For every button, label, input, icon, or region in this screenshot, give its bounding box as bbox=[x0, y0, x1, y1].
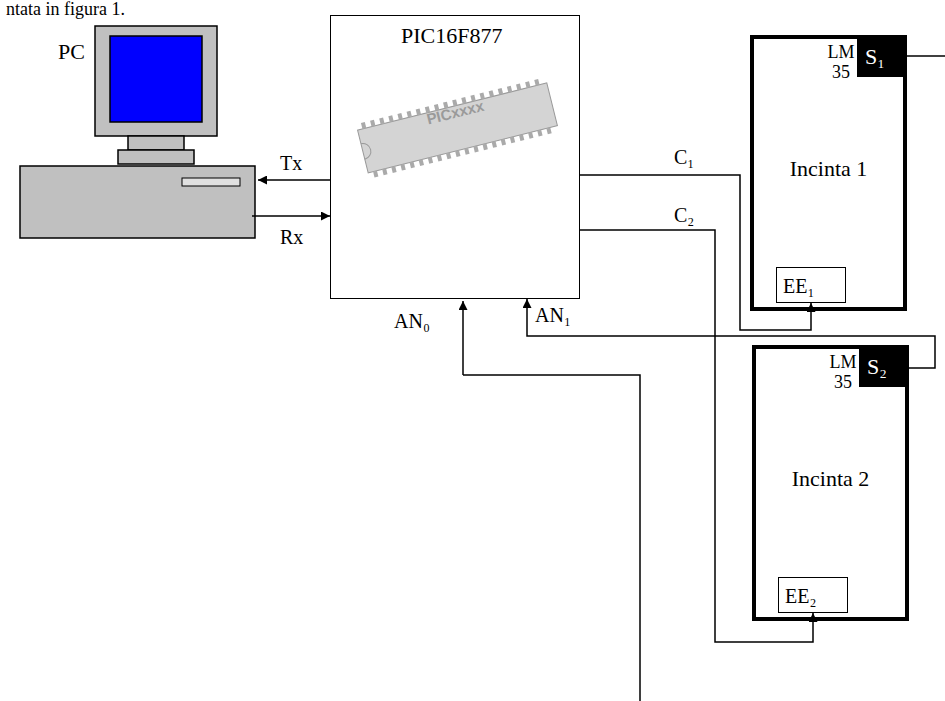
tx-wire bbox=[258, 179, 330, 181]
signal-name: C₂ bbox=[672, 204, 696, 226]
sensor-box: S₂ bbox=[859, 349, 905, 387]
box-label: S₁ bbox=[865, 45, 885, 69]
pin-name: AN₀ bbox=[394, 310, 430, 332]
signal-name: AN₁ bbox=[533, 304, 573, 326]
box-label: EE₁ bbox=[783, 275, 814, 297]
rx-wire bbox=[252, 215, 330, 217]
caption-fragment: ntata in figura 1. bbox=[6, 0, 125, 20]
sensor-name: LM 35 bbox=[826, 353, 860, 393]
box-label: S₂ bbox=[867, 355, 887, 379]
box-label: Incinta 2 bbox=[756, 467, 905, 491]
device-name: PC bbox=[58, 40, 85, 64]
an0-wire bbox=[463, 375, 640, 701]
chip-illustration bbox=[356, 77, 559, 179]
sensor-box: S₁ bbox=[857, 39, 903, 77]
sensor-name: LM 35 bbox=[824, 43, 858, 83]
s1-wire bbox=[905, 55, 945, 57]
enclosure-box: LM 35 Incinta 1 S₁ EE₁ bbox=[750, 35, 907, 311]
microcontroller-box: PIC16F877 bbox=[330, 15, 580, 299]
box-label: PIC16F877 bbox=[401, 24, 502, 48]
signal-wire bbox=[580, 175, 811, 330]
an0-wire bbox=[462, 301, 464, 375]
box-label: Incinta 1 bbox=[754, 157, 903, 181]
signal-name: Tx bbox=[280, 152, 302, 174]
heater-box: EE₂ bbox=[778, 577, 848, 613]
enclosure-box: LM 35 Incinta 2 S₂ EE₂ bbox=[752, 345, 909, 621]
box-label: EE₂ bbox=[785, 585, 816, 607]
signal-name: Rx bbox=[280, 226, 303, 248]
signal-name: C₁ bbox=[672, 146, 696, 168]
heater-box: EE₁ bbox=[776, 267, 846, 303]
pc-illustration bbox=[20, 26, 255, 238]
